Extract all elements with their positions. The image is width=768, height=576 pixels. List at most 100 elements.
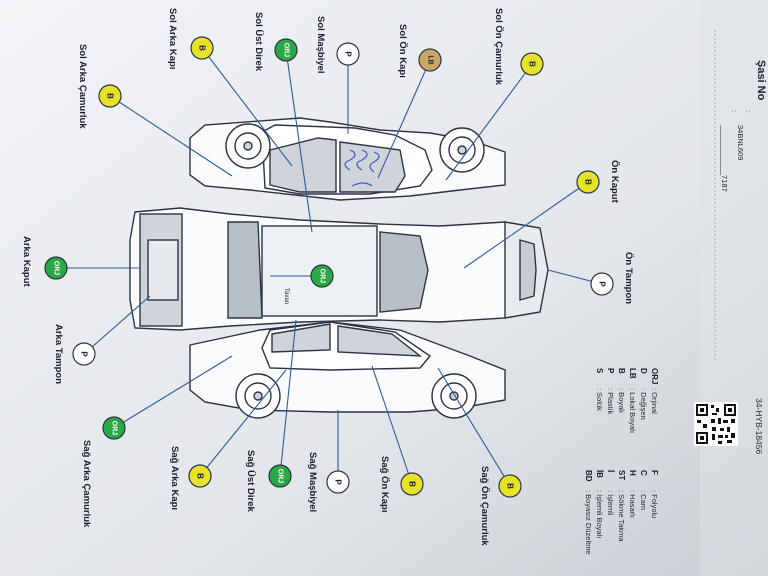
legend-entry: P: Plastik xyxy=(606,368,615,415)
part-sol-arka-camurluk: B Sol Arka Çamurluk xyxy=(77,44,233,177)
status-badge xyxy=(102,416,126,440)
status-badge xyxy=(72,342,96,366)
part-label: Sol Ön Kapı xyxy=(397,24,408,78)
part-label: Arka Kaput xyxy=(21,236,32,288)
status-badge xyxy=(188,464,212,488)
legend-code: İB xyxy=(595,470,604,478)
status-code: B xyxy=(528,61,537,67)
part-sol-on-camurluk: B Sol Ön Çamurluk xyxy=(445,8,544,181)
part-label: Sağ Ön Kapı xyxy=(379,456,390,512)
leader-line xyxy=(445,63,533,181)
status-code: ORJ xyxy=(277,469,284,484)
part-tavan: ORJ xyxy=(270,264,334,288)
legend-entry: LB : Lokal Boyalı xyxy=(628,368,637,433)
legend-code: B xyxy=(617,368,626,374)
leader-line xyxy=(437,367,511,487)
legend-text: : Boyasız Düzeltme xyxy=(584,490,593,555)
legend-entry: F: Folyolu xyxy=(650,470,659,518)
status-badge xyxy=(326,470,350,494)
legend-entry: ORJ: Orjinal xyxy=(650,368,659,414)
header-line-1: 34BNL609 xyxy=(736,125,745,160)
leader-line xyxy=(279,319,297,477)
status-code: ORJ xyxy=(53,261,60,276)
part-sag-arka-kapi: B Sağ Arka Kapı xyxy=(169,369,287,510)
legend-text: : Lokal Boyalı xyxy=(628,388,637,433)
legend-entry: İB: İşlemli Boyalı xyxy=(595,470,604,538)
leader-line xyxy=(463,181,589,269)
car-top-view: Tavan xyxy=(129,207,549,331)
legend-code: ST xyxy=(617,470,626,480)
status-badge xyxy=(190,36,214,60)
status-code: P xyxy=(598,281,607,287)
status-code: ORJ xyxy=(283,43,290,58)
qr-code xyxy=(694,402,738,446)
legend-entry: BD : Boyasız Düzeltme xyxy=(584,470,593,555)
header-colon-2: : xyxy=(730,110,739,112)
legend-text: : Değişen xyxy=(639,388,648,420)
part-label: Ön Kaput xyxy=(609,160,620,204)
status-code: B xyxy=(196,473,205,479)
leader-line xyxy=(371,365,413,485)
legend-code: D xyxy=(639,368,648,374)
car-diagrams: Tavan xyxy=(129,117,549,419)
part-on-tampon: P Ön Tampon xyxy=(547,252,634,304)
status-badge xyxy=(590,272,614,296)
part-label: Sağ Ön Çamurluk xyxy=(479,466,490,546)
chassis-header: Şasi No xyxy=(755,60,767,101)
status-code: B xyxy=(106,93,115,99)
legend-text: : Orjinal xyxy=(650,388,659,414)
part-label: Sağ Arka Kapı xyxy=(169,446,180,510)
leader-line xyxy=(377,59,431,179)
chassis-label: Şasi No xyxy=(755,60,767,101)
status-badge xyxy=(44,256,68,280)
leader-line xyxy=(113,355,233,429)
status-code: ORJ xyxy=(319,269,326,284)
legend-text: : Boyalı xyxy=(617,388,626,413)
status-code: P xyxy=(80,351,89,357)
status-code: P xyxy=(334,479,343,485)
status-badge xyxy=(400,472,424,496)
legend-entry: ST : Sökme Takma xyxy=(617,470,626,542)
legend-code: BD xyxy=(584,470,593,482)
legend-code: LB xyxy=(628,368,637,379)
part-label: Sağ Maşbiyel xyxy=(307,452,318,512)
status-code: B xyxy=(198,45,207,51)
legend-text: : İşlemli xyxy=(606,490,615,516)
legend-text: : Sökme Takma xyxy=(617,490,626,542)
status-code: ORJ xyxy=(111,421,118,436)
part-label: Ön Tampon xyxy=(623,252,634,304)
legend-code: H xyxy=(628,470,637,476)
part-label: Sol Ön Çamurluk xyxy=(493,8,504,86)
status-code: B xyxy=(408,481,417,487)
leader-line xyxy=(109,95,233,177)
leader-line xyxy=(201,47,293,167)
status-badge xyxy=(336,42,360,66)
status-badge xyxy=(498,474,522,498)
legend-text: : Solük xyxy=(595,388,604,411)
legend-entry: S : Solük xyxy=(595,368,604,411)
status-code: P xyxy=(344,51,353,57)
part-label: Arka Tampon xyxy=(53,324,64,384)
legend-code: C xyxy=(639,470,648,476)
legend-code: İ xyxy=(606,470,615,472)
header-colon-1: : xyxy=(744,110,753,112)
legend-text: : Hasarlı xyxy=(628,490,637,518)
part-label: Sol Arka Çamurluk xyxy=(77,44,88,129)
legend-code: S xyxy=(595,368,604,374)
legend-text: : Folyolu xyxy=(650,490,659,518)
part-arka-kaput: ORJ Arka Kaput xyxy=(21,236,140,288)
paper-margin xyxy=(700,0,768,576)
legend-text: : Plastik xyxy=(606,388,615,415)
part-arka-tampon: P Arka Tampon xyxy=(53,295,151,384)
leader-line xyxy=(83,295,151,355)
